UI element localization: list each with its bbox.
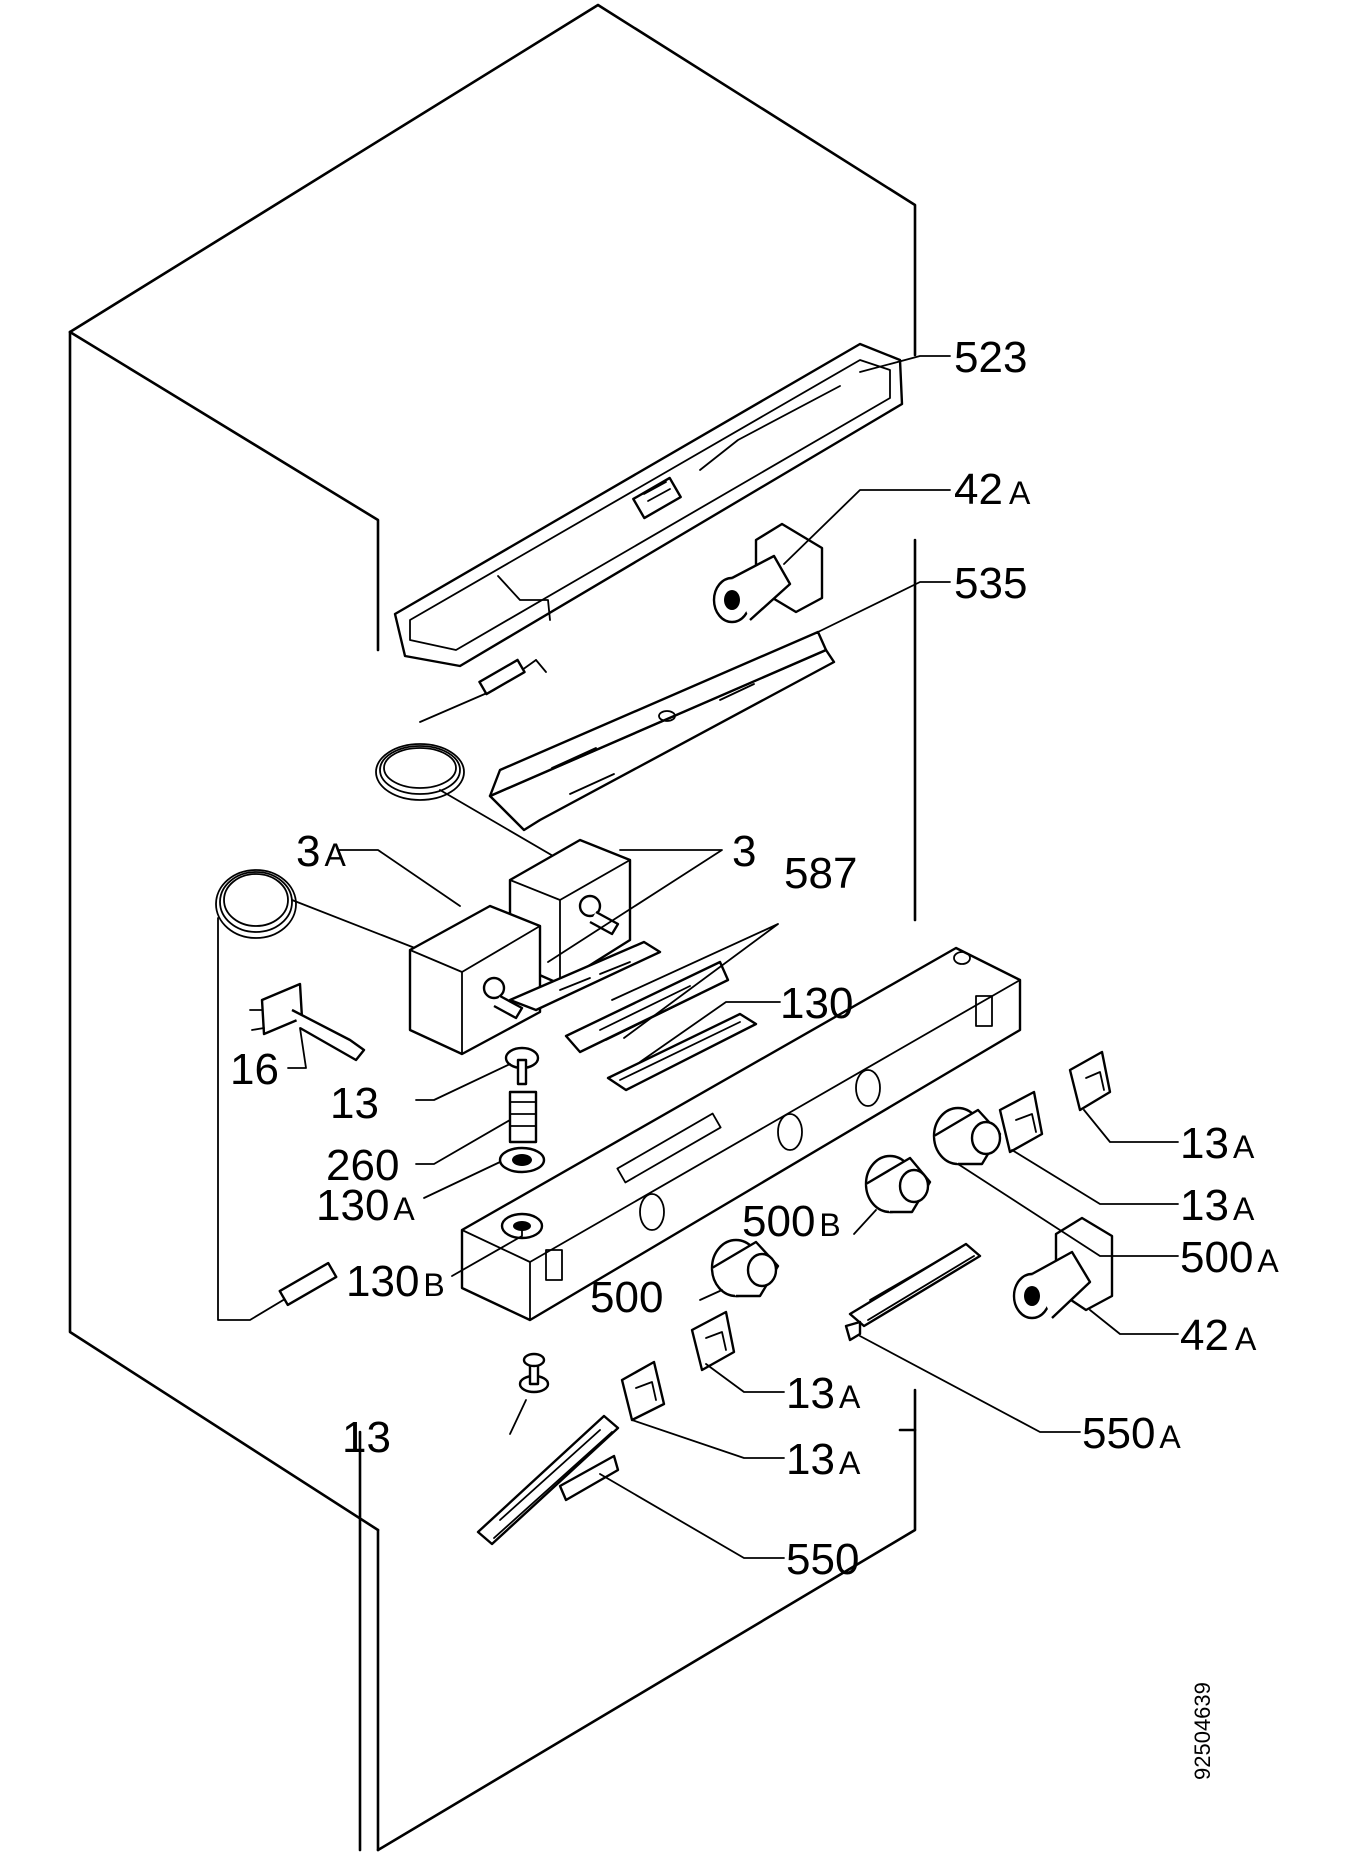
label-550: 550 <box>786 1535 859 1584</box>
cabinet-outline <box>68 3 917 1852</box>
label-3: 3 <box>732 827 756 876</box>
rocker-switch-part-13a-4 <box>620 1360 666 1422</box>
knob-part-500a <box>932 1106 1002 1166</box>
label-130: 130 <box>780 979 853 1028</box>
knob-part-500 <box>710 1238 780 1298</box>
label-587: 587 <box>784 849 857 898</box>
thermostat-part-3a <box>408 904 542 1056</box>
mounting-plate-part-535 <box>488 630 836 832</box>
leader-lines <box>287 355 1179 1559</box>
frame-part-130 <box>606 1012 758 1092</box>
rocker-switch-part-13a-1 <box>1068 1050 1112 1112</box>
knob-part-500b <box>864 1154 932 1214</box>
control-panel-housing <box>460 946 1022 1322</box>
switch-part-16 <box>249 982 366 1062</box>
label-16: 16 <box>230 1045 279 1094</box>
label-535: 535 <box>954 559 1027 608</box>
drawing-number: 92504639 <box>1190 1682 1215 1780</box>
hinge-bracket-part-42a-bottom <box>1012 1216 1114 1320</box>
circuit-board-part-587 <box>508 940 730 1054</box>
hinge-bracket-part-42a-top <box>712 522 824 624</box>
label-13-upper: 13 <box>330 1079 379 1128</box>
rocker-switch-part-13a-3 <box>690 1310 736 1372</box>
label-523: 523 <box>954 333 1027 382</box>
label-260: 260 <box>326 1141 399 1190</box>
handle-part-523 <box>393 342 904 668</box>
cover-part-550 <box>476 1414 620 1546</box>
capillary-tubes <box>215 658 561 1321</box>
rocker-switch-part-13a-2 <box>998 1090 1044 1154</box>
knob-part-13-lower <box>518 1352 550 1394</box>
label-500: 500 <box>590 1273 663 1322</box>
label-13-lower: 13 <box>342 1413 391 1462</box>
cover-part-550a <box>844 1242 982 1342</box>
